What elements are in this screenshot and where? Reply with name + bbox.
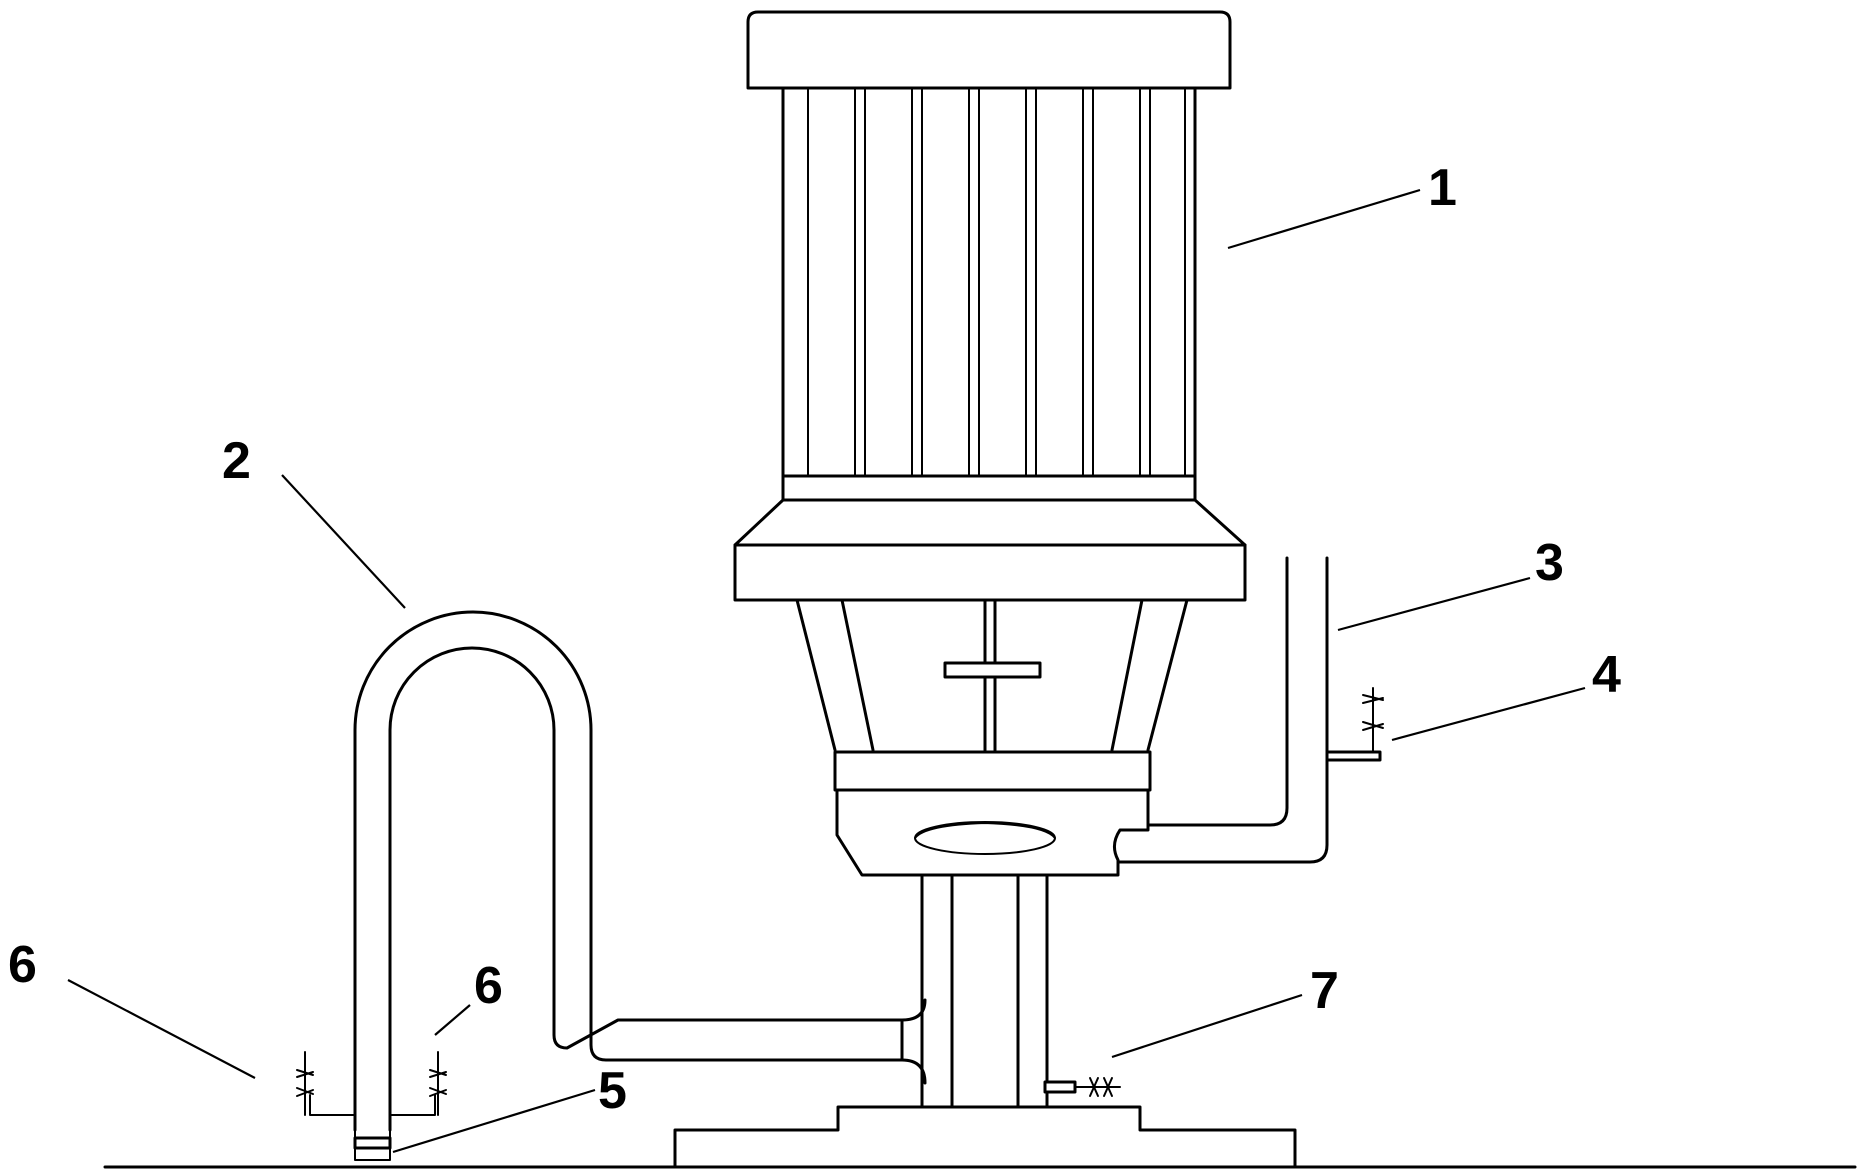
label-inlet-pipe: 2: [222, 432, 251, 490]
leader-4: [1391, 686, 1586, 742]
leader-1: [1227, 188, 1421, 250]
label-motor: 1: [1428, 159, 1457, 217]
leader-lines: [67, 188, 1586, 1154]
outlet-valve: [1325, 687, 1384, 762]
leader-7: [1111, 993, 1303, 1059]
leader-6-right: [434, 1004, 471, 1036]
pump-base: [673, 1105, 1297, 1169]
drain-assembly: [296, 1051, 447, 1161]
leader-2: [281, 474, 406, 609]
label-outlet-pipe: 3: [1535, 534, 1564, 592]
base-valve: [1043, 1077, 1121, 1097]
label-drain-valve-left: 6: [8, 936, 37, 994]
coupling-housing: [795, 598, 1189, 792]
label-drain-valve-right: 6: [474, 957, 503, 1015]
label-outlet-valve: 4: [1592, 646, 1621, 704]
label-base-valve: 7: [1310, 962, 1339, 1020]
outlet-pipe: [1116, 556, 1329, 864]
leader-3: [1337, 576, 1531, 632]
inlet-pipe: [353, 610, 927, 1132]
callout-labels: 1 2 3 4 5 6 6 7: [8, 159, 1621, 1120]
leader-6-left: [67, 979, 256, 1079]
label-drain-connection: 5: [598, 1062, 627, 1120]
pump-casing: [835, 788, 1150, 877]
motor: [733, 10, 1247, 602]
pump-column: [920, 873, 1049, 1109]
leader-5: [392, 1088, 596, 1154]
